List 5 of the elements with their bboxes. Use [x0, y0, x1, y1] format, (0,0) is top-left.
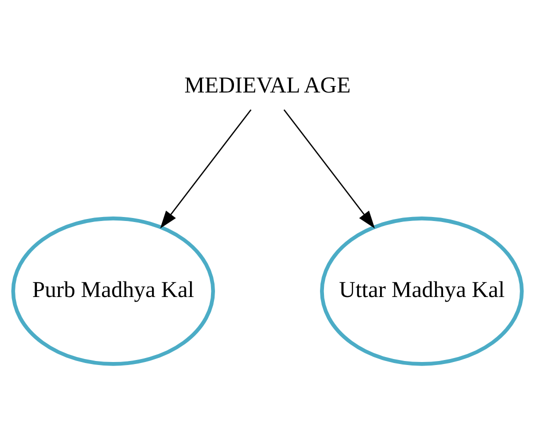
- node-ellipse: Purb Madhya Kal: [11, 216, 215, 366]
- node-ellipse: Uttar Madhya Kal: [320, 216, 524, 366]
- node-text: MEDIEVAL AGE: [184, 72, 351, 97]
- arrow: [284, 108, 375, 228]
- arrow: [160, 108, 252, 228]
